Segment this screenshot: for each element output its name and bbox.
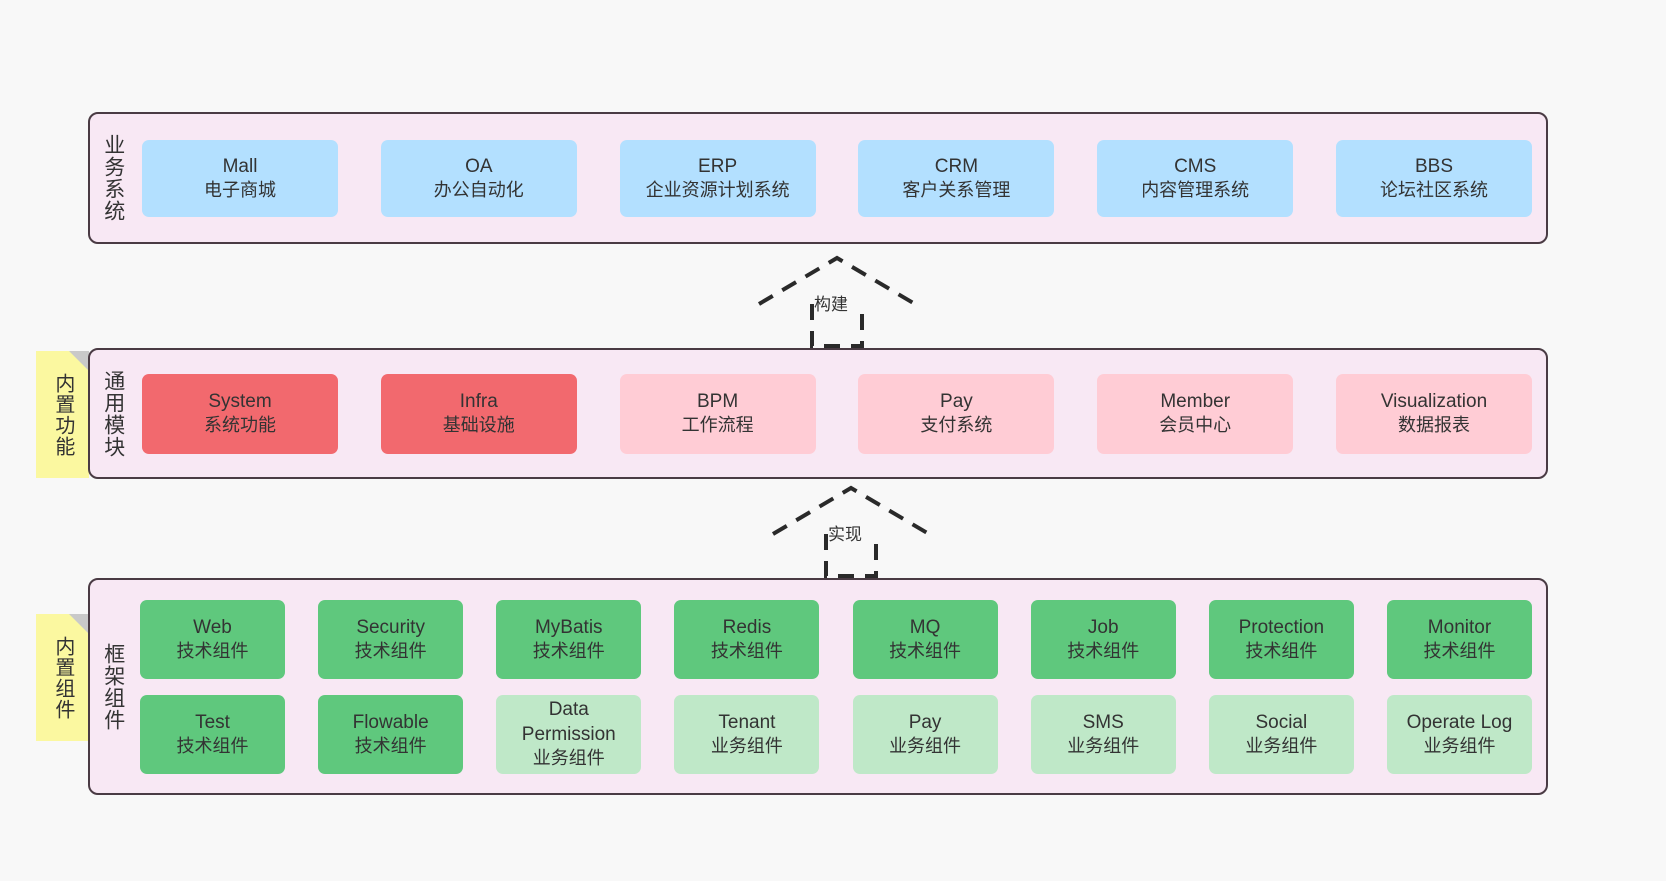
framework-card-redis[interactable]: Redis 技术组件 xyxy=(674,599,820,679)
framework-card-security[interactable]: Security 技术组件 xyxy=(318,599,464,679)
card-desc: 企业资源计划系统 xyxy=(645,179,790,200)
card-name: System xyxy=(208,391,272,413)
card-name: Member xyxy=(1160,391,1231,413)
framework-card-tenant[interactable]: Tenant 业务组件 xyxy=(674,694,820,774)
card-name: Test xyxy=(195,711,230,733)
card-desc: 电子商城 xyxy=(204,179,276,200)
card-desc: 技术组件 xyxy=(710,640,783,661)
framework-card-mq[interactable]: MQ 技术组件 xyxy=(852,599,998,679)
business-card-oa[interactable]: OA 办公自动化 xyxy=(380,139,577,217)
card-name: Tenant xyxy=(718,711,776,733)
card-name: MyBatis xyxy=(534,616,603,638)
card-desc: 业务组件 xyxy=(1067,735,1140,756)
business-card-cms[interactable]: CMS 内容管理系统 xyxy=(1097,139,1294,217)
common-modules-layer: 通用模块 System 系统功能 Infra 基础设施 BPM 工作流程 Pay… xyxy=(88,348,1548,479)
card-desc: 业务组件 xyxy=(889,735,962,756)
card-desc: 支付系统 xyxy=(920,415,993,436)
card-desc: 技术组件 xyxy=(354,735,427,756)
card-desc: 技术组件 xyxy=(176,640,249,661)
framework-card-data-permission[interactable]: Data Permission 业务组件 xyxy=(496,694,642,774)
common-modules-card-row: System 系统功能 Infra 基础设施 BPM 工作流程 Pay 支付系统… xyxy=(136,350,1546,477)
framework-card-pay[interactable]: Pay 业务组件 xyxy=(852,694,998,774)
card-desc: 业务组件 xyxy=(532,748,605,769)
card-name: MQ xyxy=(909,616,941,638)
framework-card-social[interactable]: Social 业务组件 xyxy=(1208,694,1354,774)
card-name: Job xyxy=(1087,616,1119,638)
implement-arrow-label: 实现 xyxy=(828,525,862,544)
common-modules-layer-title: 通用模块 xyxy=(101,369,125,458)
framework-card-monitor[interactable]: Monitor 技术组件 xyxy=(1386,599,1532,679)
business-card-mall[interactable]: Mall 电子商城 xyxy=(142,139,338,217)
card-desc: 技术组件 xyxy=(532,640,605,661)
card-desc: 论坛社区系统 xyxy=(1379,179,1488,200)
card-name: Flowable xyxy=(352,711,429,733)
card-name: CRM xyxy=(934,155,979,177)
framework-card-mybatis[interactable]: MyBatis 技术组件 xyxy=(496,599,642,679)
card-desc: 客户关系管理 xyxy=(902,179,1011,200)
card-name: Social xyxy=(1255,711,1308,733)
common-card-pay[interactable]: Pay 支付系统 xyxy=(858,373,1055,454)
card-desc: 业务组件 xyxy=(1245,735,1318,756)
card-desc: 工作流程 xyxy=(681,415,754,436)
framework-row-biz: Test 技术组件 Flowable 技术组件 Data Permission … xyxy=(140,694,1532,774)
card-name: Data Permission xyxy=(521,699,616,746)
business-card-crm[interactable]: CRM 客户关系管理 xyxy=(858,139,1055,217)
card-desc: 技术组件 xyxy=(1067,640,1140,661)
card-desc: 系统功能 xyxy=(204,415,276,436)
framework-components-layer: 框架组件 Web 技术组件 Security 技术组件 MyBatis 技术组件… xyxy=(88,578,1548,795)
card-name: Pay xyxy=(940,391,973,413)
card-desc: 技术组件 xyxy=(354,640,427,661)
common-card-visualization[interactable]: Visualization 数据报表 xyxy=(1335,373,1532,454)
card-desc: 会员中心 xyxy=(1159,415,1232,436)
business-card-erp[interactable]: ERP 企业资源计划系统 xyxy=(619,139,816,217)
framework-card-sms[interactable]: SMS 业务组件 xyxy=(1030,694,1176,774)
framework-card-operate-log[interactable]: Operate Log 业务组件 xyxy=(1386,694,1532,774)
card-name: BBS xyxy=(1414,155,1453,177)
card-desc: 内容管理系统 xyxy=(1141,179,1250,200)
card-desc: 业务组件 xyxy=(710,735,783,756)
card-name: SMS xyxy=(1082,711,1124,733)
card-name: BPM xyxy=(697,391,739,413)
common-card-member[interactable]: Member 会员中心 xyxy=(1097,373,1294,454)
card-desc: 业务组件 xyxy=(1423,735,1496,756)
common-card-system[interactable]: System 系统功能 xyxy=(142,373,338,454)
card-desc: 基础设施 xyxy=(442,415,515,436)
card-name: CMS xyxy=(1174,155,1217,177)
note-builtin-component: 内置组件 xyxy=(36,614,89,741)
framework-components-layer-title: 框架组件 xyxy=(101,642,125,731)
framework-card-web[interactable]: Web 技术组件 xyxy=(140,599,285,679)
framework-card-flowable[interactable]: Flowable 技术组件 xyxy=(318,694,464,774)
business-systems-layer: 业务系统 Mall 电子商城 OA 办公自动化 ERP 企业资源计划系统 CRM… xyxy=(88,112,1548,244)
framework-card-test[interactable]: Test 技术组件 xyxy=(140,694,285,774)
card-desc: 技术组件 xyxy=(1423,640,1496,661)
framework-row-tech: Web 技术组件 Security 技术组件 MyBatis 技术组件 Redi… xyxy=(140,599,1532,679)
business-systems-card-row: Mall 电子商城 OA 办公自动化 ERP 企业资源计划系统 CRM 客户关系… xyxy=(136,114,1546,242)
card-name: Visualization xyxy=(1380,391,1488,413)
card-name: OA xyxy=(465,155,493,177)
card-desc: 技术组件 xyxy=(889,640,962,661)
card-name: Monitor xyxy=(1427,616,1492,638)
framework-components-grid: Web 技术组件 Security 技术组件 MyBatis 技术组件 Redi… xyxy=(136,580,1546,793)
framework-card-protection[interactable]: Protection 技术组件 xyxy=(1208,599,1354,679)
note-builtin-function: 内置功能 xyxy=(36,351,89,478)
card-name: Pay xyxy=(908,711,942,733)
card-name: Mall xyxy=(222,155,258,177)
build-arrow-label: 构建 xyxy=(814,295,848,314)
card-desc: 技术组件 xyxy=(1245,640,1318,661)
card-desc: 数据报表 xyxy=(1397,415,1470,436)
common-card-infra[interactable]: Infra 基础设施 xyxy=(380,373,577,454)
business-systems-layer-title: 业务系统 xyxy=(101,134,125,222)
card-desc: 技术组件 xyxy=(176,735,249,756)
framework-card-job[interactable]: Job 技术组件 xyxy=(1030,599,1176,679)
card-name: Redis xyxy=(722,616,772,638)
card-name: Security xyxy=(356,616,425,638)
business-card-bbs[interactable]: BBS 论坛社区系统 xyxy=(1335,139,1532,217)
card-name: ERP xyxy=(698,155,738,177)
card-name: Web xyxy=(193,616,232,638)
common-card-bpm[interactable]: BPM 工作流程 xyxy=(619,373,816,454)
card-name: Infra xyxy=(459,391,498,413)
card-name: Protection xyxy=(1238,616,1325,638)
card-desc: 办公自动化 xyxy=(433,179,524,200)
card-name: Operate Log xyxy=(1406,711,1513,733)
